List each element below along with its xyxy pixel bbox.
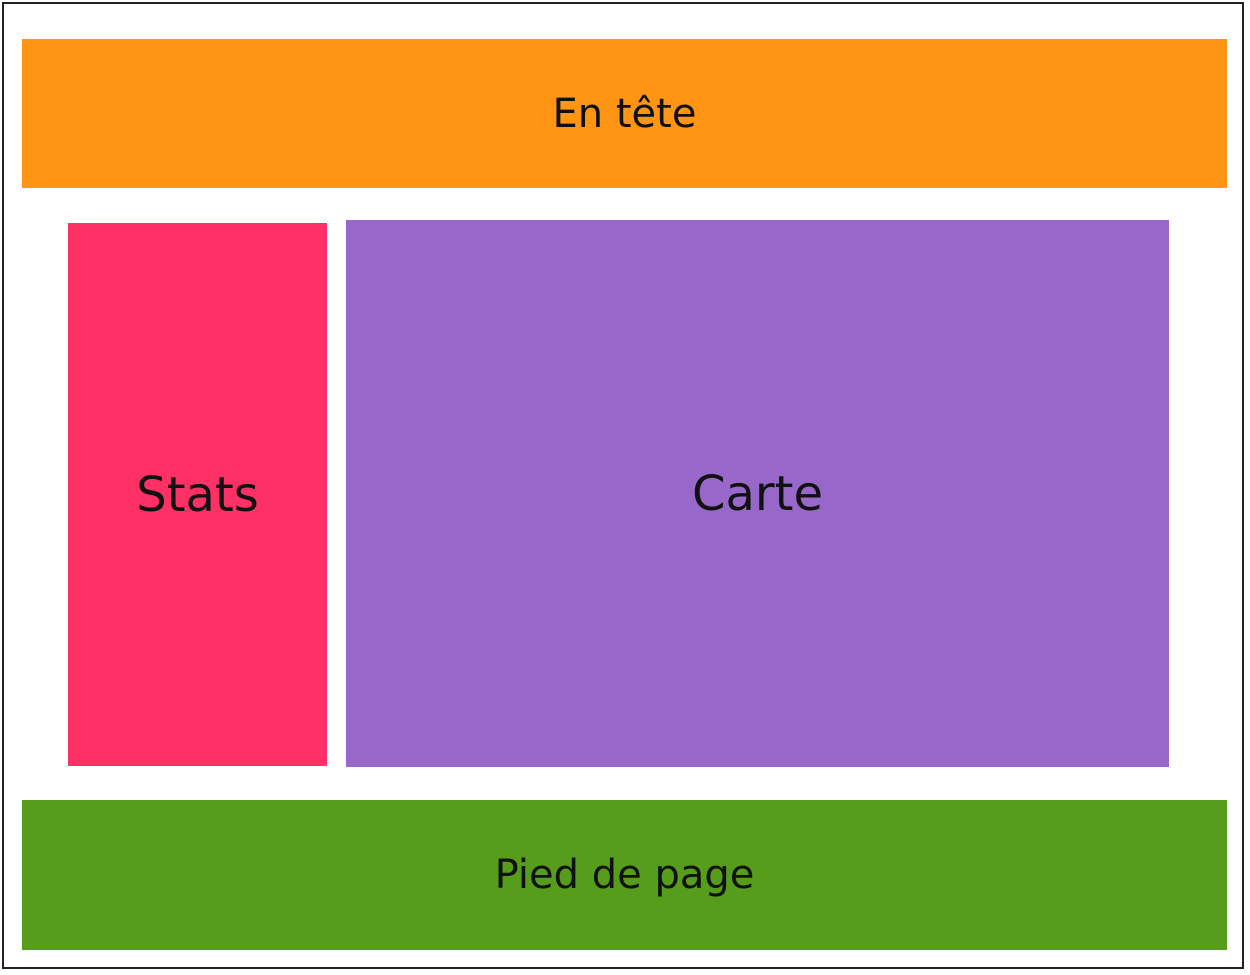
header-block: En tête — [22, 39, 1227, 188]
footer-block: Pied de page — [22, 800, 1227, 950]
stats-label: Stats — [136, 466, 259, 523]
footer-label: Pied de page — [494, 852, 755, 898]
map-label: Carte — [691, 465, 823, 522]
stats-block: Stats — [68, 223, 327, 766]
header-label: En tête — [552, 90, 697, 137]
map-block: Carte — [346, 220, 1169, 767]
